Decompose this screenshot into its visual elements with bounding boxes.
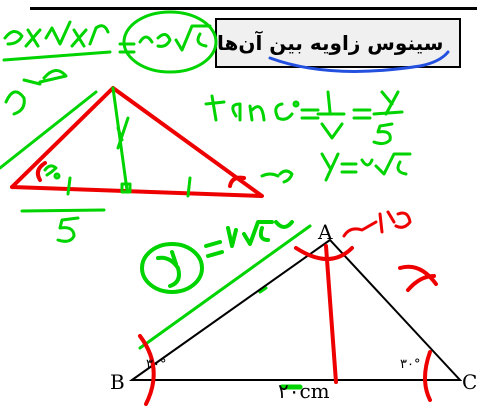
vertex-a-label: A (318, 220, 333, 244)
lesson-title: سینوس زاویه بین آن‌ها (217, 31, 444, 55)
main-triangle (128, 238, 463, 381)
title-underline (268, 50, 450, 73)
vertex-c-label: C (462, 370, 477, 394)
top-left-expression (2, 20, 136, 84)
red-angle-note (342, 210, 412, 238)
y-result-handwriting (320, 152, 412, 182)
left-x-handwriting (4, 78, 42, 116)
angle-b-label: ۳۰° (146, 357, 167, 372)
top-rule-line (30, 7, 477, 10)
green-small-mark (258, 286, 268, 294)
boxed-result (122, 10, 218, 74)
small-triangle-green-marks (20, 86, 294, 243)
angle-c-label: ۳۰° (400, 357, 421, 372)
tan-line-handwriting (204, 90, 404, 146)
base-length-label: ۲۰cm (278, 379, 330, 403)
small-red-triangle (10, 86, 264, 198)
lesson-title-box: سینوس زاویه بین آن‌ها (215, 18, 461, 68)
green-parallel-line (138, 224, 312, 350)
main-triangle-red-marks (138, 244, 432, 406)
red-x-right (398, 264, 438, 292)
vertex-b-label: B (110, 370, 125, 394)
x-equals-handwriting (140, 220, 294, 294)
green-diagonal-line (0, 90, 98, 170)
